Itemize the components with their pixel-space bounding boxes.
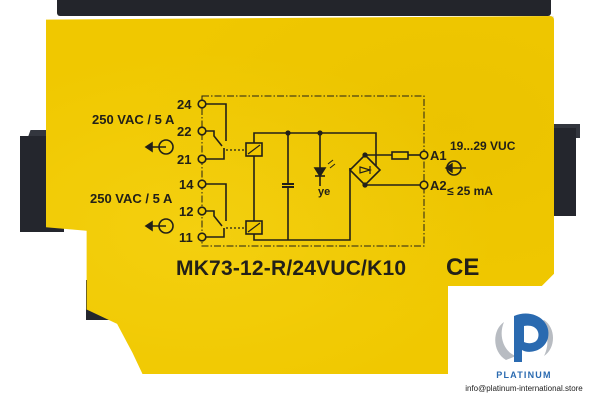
watermark-brand: PLATINUM — [496, 370, 552, 380]
platinum-logo-icon — [495, 313, 553, 362]
supply-voltage: 19...29 VUC — [450, 139, 516, 153]
relay-top-housing — [57, 0, 551, 16]
watermark-email: info@platinum-international.store — [465, 384, 583, 393]
terminal-11: 11 — [179, 230, 193, 245]
led-color-label: ye — [318, 186, 331, 198]
brand-watermark: PLATINUM info@platinum-international.sto… — [448, 286, 600, 400]
contact-rating-2: 250 VAC / 5 A — [90, 191, 173, 206]
contact-rating-1: 250 VAC / 5 A — [92, 112, 175, 127]
model-number: MK73-12-R/24VUC/K10 — [176, 257, 407, 280]
supply-current: ≤ 25 mA — [447, 184, 493, 198]
terminal-24: 24 — [177, 97, 192, 112]
ce-mark: CE — [446, 254, 480, 281]
terminal-12: 12 — [179, 204, 194, 219]
relay-front-cover — [46, 16, 554, 374]
terminal-a1: A1 — [430, 148, 447, 163]
terminal-14: 14 — [179, 177, 194, 192]
terminal-a2: A2 — [430, 178, 447, 193]
terminal-22: 22 — [177, 124, 192, 139]
terminal-21: 21 — [177, 152, 192, 167]
